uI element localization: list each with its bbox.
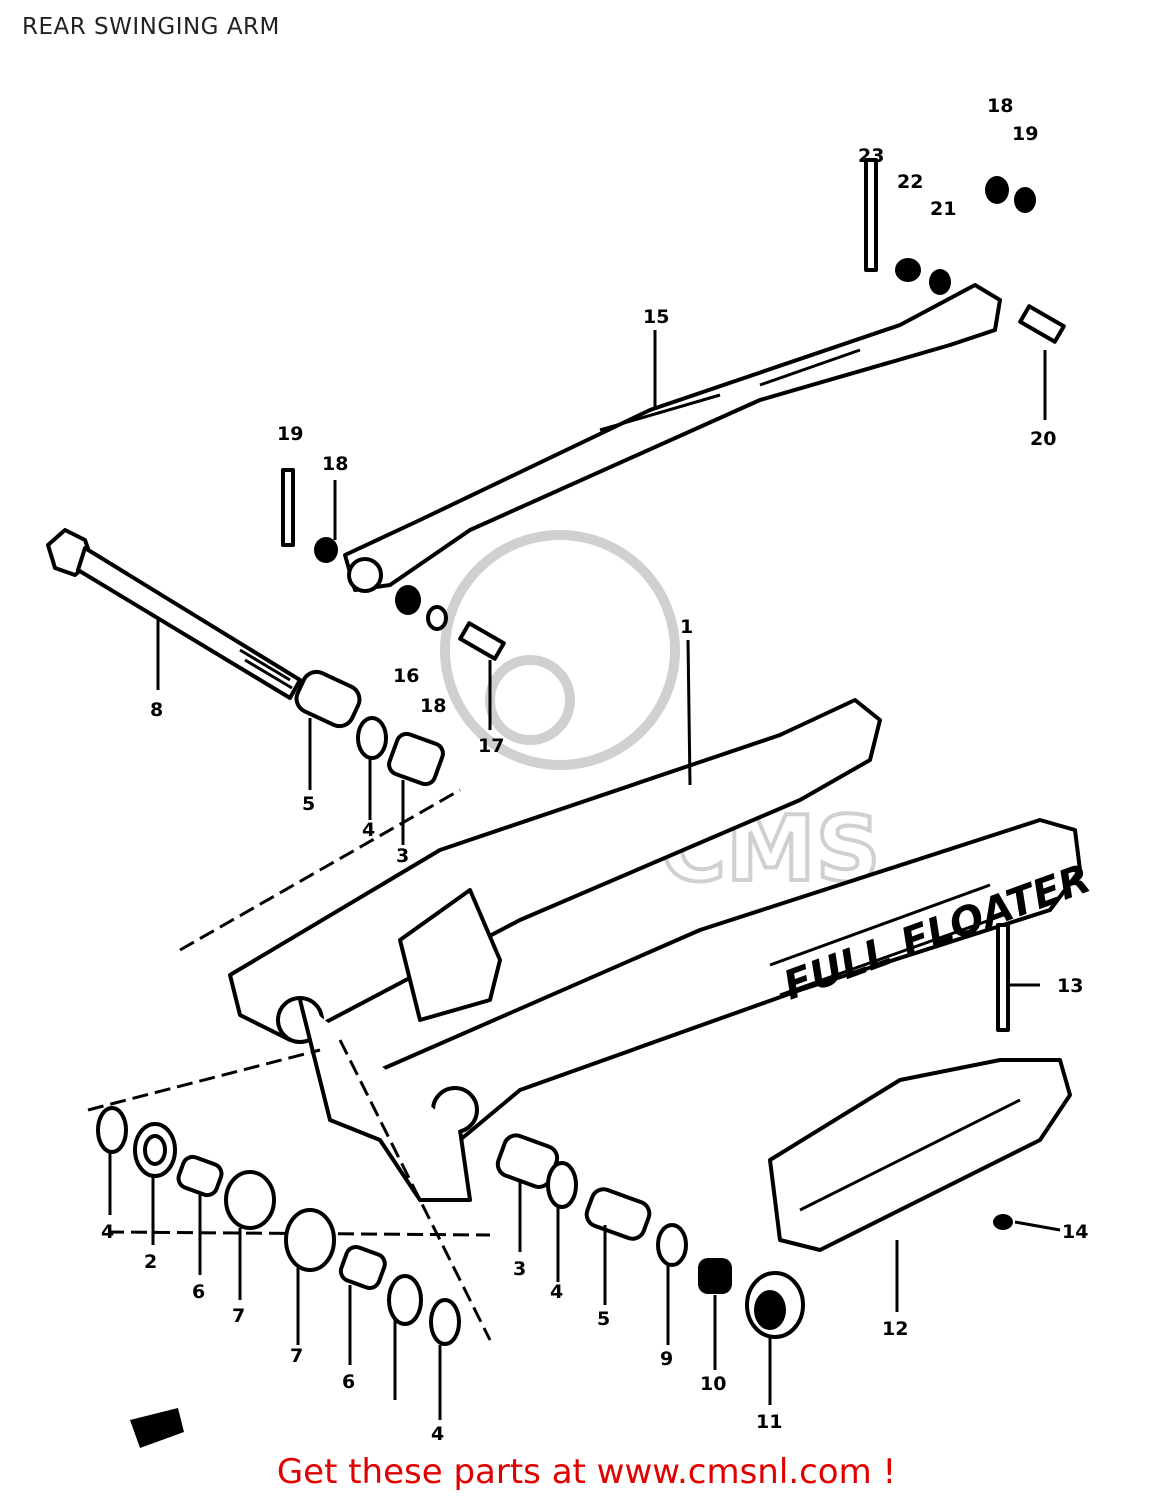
callout-19b: 19 [1012,123,1038,145]
callout-4: 4 [362,819,375,841]
top-hardware [130,158,1066,1448]
callout-20: 20 [1030,428,1056,450]
footer-link-text[interactable]: Get these parts at www.cmsnl.com ! [276,1452,897,1492]
callout-7: 7 [232,1305,245,1327]
callout-18c: 18 [987,95,1013,117]
centerline-top [179,788,461,952]
callout-4b: 4 [101,1221,114,1243]
callout-2: 2 [144,1251,157,1273]
pivot-bolt [46,528,302,700]
callout-23: 23 [858,145,884,167]
callout-11: 11 [756,1411,782,1433]
diagram-title: REAR SWINGING ARM [22,14,280,40]
callout-21: 21 [930,198,956,220]
callout-6b: 6 [342,1371,355,1393]
left-pivot-parts [96,669,461,1346]
callout-18b: 18 [420,695,446,717]
arrow-mark [130,1408,184,1448]
callout-labels: 1 2 3 3 4 4 4 4 5 5 6 6 7 7 8 9 10 11 12… [101,95,1088,1445]
callout-5b: 5 [597,1308,610,1330]
callout-16: 16 [393,665,419,687]
callout-13: 13 [1057,975,1083,997]
callout-4c: 4 [550,1281,563,1303]
callout-9: 9 [660,1348,673,1370]
callout-15: 15 [643,306,669,328]
callout-5: 5 [302,793,315,815]
callout-10: 10 [700,1373,726,1395]
callout-22: 22 [897,171,923,193]
callout-14: 14 [1062,1221,1088,1243]
callout-6: 6 [192,1281,205,1303]
callout-18: 18 [322,453,348,475]
callout-7b: 7 [290,1345,303,1367]
right-pivot-parts [495,1133,805,1339]
callout-4d: 4 [431,1423,444,1445]
leader-lines [108,330,1061,1420]
callout-17: 17 [478,735,504,757]
centerline-left [87,1048,321,1112]
callout-8: 8 [150,699,163,721]
callout-3b: 3 [513,1258,526,1280]
callout-12: 12 [882,1318,908,1340]
centerline-diagonal [338,1039,492,1341]
callout-3: 3 [396,845,409,867]
callout-19: 19 [277,423,303,445]
torque-rod [343,283,1002,593]
callout-1: 1 [680,616,693,638]
chain-guard [768,1058,1072,1252]
